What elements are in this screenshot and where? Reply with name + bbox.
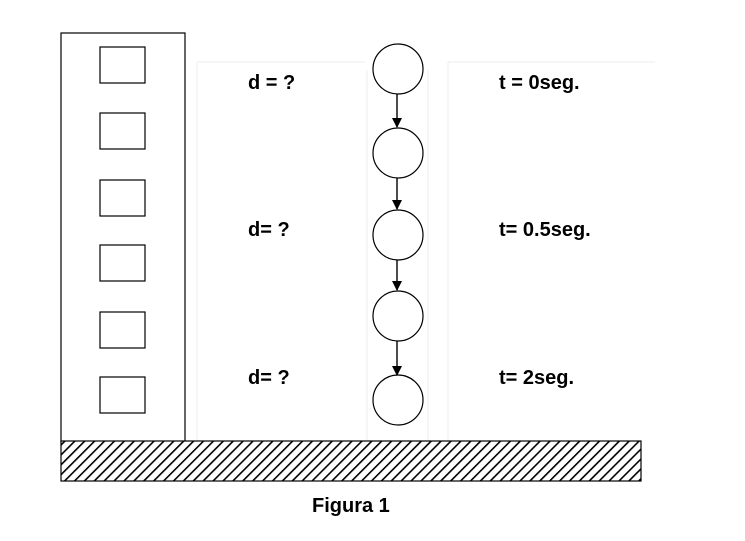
time-label-3: t= 2seg.	[499, 367, 574, 389]
figure-caption: Figura 1	[312, 495, 390, 517]
time-label-1: t = 0seg.	[499, 72, 580, 94]
building-window	[99, 46, 146, 84]
building-window	[99, 376, 146, 414]
falling-ball-sequence	[372, 43, 424, 426]
ball-position-3	[372, 209, 424, 261]
ground-hatched	[60, 440, 642, 482]
distance-label-3: d= ?	[248, 367, 290, 389]
distance-label-1: d = ?	[248, 72, 295, 94]
building-window	[99, 112, 146, 150]
faint-guide-lines	[196, 61, 655, 440]
building-window	[99, 244, 146, 282]
ball-position-5	[372, 374, 424, 426]
time-label-2: t= 0.5seg.	[499, 219, 591, 241]
ball-position-2	[372, 127, 424, 179]
building-window	[99, 311, 146, 349]
ball-position-1	[372, 43, 424, 95]
building	[60, 32, 186, 443]
distance-label-2: d= ?	[248, 219, 290, 241]
building-window	[99, 179, 146, 217]
ball-position-4	[372, 290, 424, 342]
